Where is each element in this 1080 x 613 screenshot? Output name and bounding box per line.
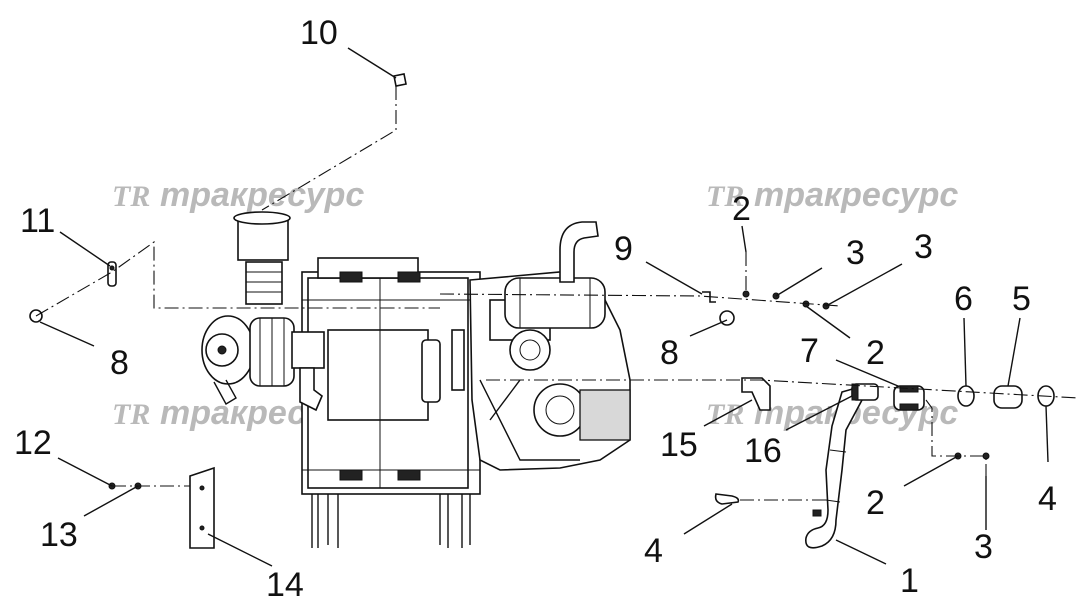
callout-16: 16 bbox=[744, 432, 782, 470]
clamp-6 bbox=[957, 385, 975, 407]
callout-2-top: 2 bbox=[732, 190, 751, 228]
watermark-text: тракресурс bbox=[754, 176, 958, 214]
callout-13: 13 bbox=[40, 516, 78, 554]
air-filter-cap bbox=[237, 219, 289, 261]
callout-4-lower: 4 bbox=[644, 532, 663, 570]
watermark-top-right: TR тракресурс bbox=[706, 176, 958, 214]
callout-2-bottom: 2 bbox=[866, 484, 885, 522]
sensor-10 bbox=[393, 73, 407, 87]
air-filter-body bbox=[245, 261, 283, 305]
callout-14: 14 bbox=[266, 566, 304, 604]
engine-pulley bbox=[509, 329, 551, 371]
callout-15: 15 bbox=[660, 426, 698, 464]
bracket-15 bbox=[741, 377, 771, 411]
sleeve-5 bbox=[993, 385, 1023, 409]
callout-labels: 10 11 8 9 2 3 3 6 5 8 7 2 15 16 12 13 14… bbox=[14, 14, 1057, 604]
watermark-top-left: TR тракресурс bbox=[112, 176, 364, 214]
muffler bbox=[504, 277, 606, 329]
flywheel-housing bbox=[533, 383, 587, 437]
side-bracket bbox=[451, 329, 465, 391]
exhaust-pipe bbox=[559, 221, 599, 283]
callout-3-top: 3 bbox=[846, 234, 865, 272]
callout-1: 1 bbox=[900, 562, 919, 600]
watermark-text: тракресурс bbox=[160, 176, 364, 214]
watermark-mark: TR bbox=[112, 180, 150, 213]
callout-3-right: 3 bbox=[914, 228, 933, 266]
intake-hose bbox=[299, 367, 323, 412]
clamp-4-lower bbox=[714, 493, 740, 505]
plate-14 bbox=[189, 466, 215, 549]
callout-10: 10 bbox=[300, 14, 338, 52]
starter-motor bbox=[579, 389, 631, 441]
top-mount-left bbox=[339, 271, 363, 283]
bottom-mount-right bbox=[397, 469, 421, 481]
callout-5: 5 bbox=[1012, 280, 1031, 318]
intake-elbow bbox=[291, 331, 325, 369]
callout-4-right: 4 bbox=[1038, 480, 1057, 518]
engine-assembly bbox=[201, 211, 631, 548]
callout-6: 6 bbox=[954, 280, 973, 318]
radiator-panel bbox=[327, 329, 429, 421]
callout-9: 9 bbox=[614, 230, 633, 268]
callout-2-mid: 2 bbox=[866, 334, 885, 372]
watermark-mark: TR bbox=[112, 398, 150, 431]
coolant-pipe bbox=[421, 339, 441, 403]
callout-3-bottom: 3 bbox=[974, 528, 993, 566]
clamp-8-right bbox=[719, 310, 735, 326]
watermark-mark: TR bbox=[706, 180, 744, 213]
callout-8-left: 8 bbox=[110, 344, 129, 382]
callout-11: 11 bbox=[20, 202, 55, 240]
callout-12: 12 bbox=[14, 424, 52, 462]
callout-8-right: 8 bbox=[660, 334, 679, 372]
bottom-mount-left bbox=[339, 469, 363, 481]
assembly-lines bbox=[35, 86, 1079, 501]
top-mount-right bbox=[397, 271, 421, 283]
callout-7: 7 bbox=[800, 332, 819, 370]
leader-lines bbox=[39, 47, 1049, 567]
